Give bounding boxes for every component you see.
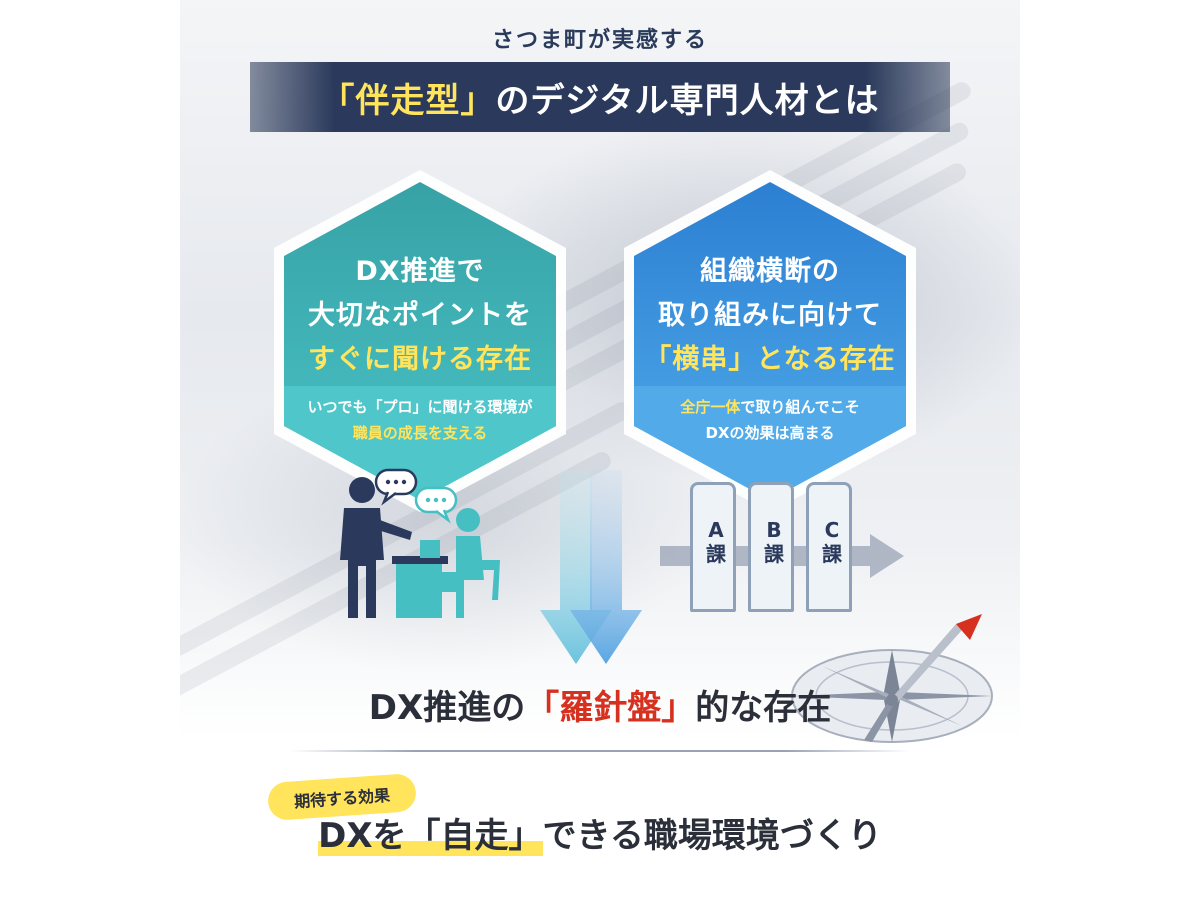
department-label-b: B 課 xyxy=(751,518,797,566)
result-prefix: DX推進の xyxy=(368,688,526,728)
header-kicker: さつま町が実感する xyxy=(491,28,708,53)
divider-line xyxy=(290,750,910,752)
department-label-a: A 課 xyxy=(693,518,739,566)
department-suffix: 課 xyxy=(822,542,842,566)
department-cabinet-c xyxy=(806,482,852,612)
effect-suffix: できる職場環境づくり xyxy=(542,816,882,856)
title-band: 「伴走型」のデジタル専門人材とは xyxy=(250,62,950,132)
left-card-heading: DX推進で 大切なポイントを すぐに聞ける存在 xyxy=(284,250,556,382)
right-card-heading: 組織横断の 取り組みに向けて 「横串」となる存在 xyxy=(634,250,906,382)
result-statement: DX推進の「羅針盤」的な存在 xyxy=(180,680,1020,729)
hexagon-graphics xyxy=(274,170,993,743)
right-card-sub: 全庁一体で取り組んでこそ DXの効果は高まる xyxy=(634,394,906,446)
department-label-c: C 課 xyxy=(809,518,855,566)
left-card-line3: すぐに聞ける存在 xyxy=(308,344,532,375)
title-rest: のデジタル専門人材とは xyxy=(495,80,880,121)
left-card-sub: いつでも「プロ」に聞ける環境が 職員の成長を支える xyxy=(284,394,556,446)
right-card-sub2: DXの効果は高まる xyxy=(705,424,835,442)
result-highlight: 「羅針盤」 xyxy=(525,688,696,728)
page-title: 「伴走型」のデジタル専門人材とは xyxy=(320,73,879,122)
effect-statement: DXを「自走」できる職場環境づくり xyxy=(180,808,1020,857)
left-hexagon-sub-band xyxy=(284,386,556,500)
right-card-sub1-highlight: 全庁一体 xyxy=(680,398,741,416)
right-hexagon-sub-band xyxy=(634,386,906,500)
title-highlight: 「伴走型」 xyxy=(320,80,496,121)
infographic-canvas: さつま町が実感する 「伴走型」のデジタル専門人材とは xyxy=(180,0,1020,900)
left-card-sub1: いつでも「プロ」に聞ける環境が xyxy=(307,398,533,416)
result-suffix: 的な存在 xyxy=(695,688,832,728)
right-down-arrow xyxy=(570,470,642,664)
effect-prefix: DXを xyxy=(318,816,407,856)
department-cabinet-b xyxy=(748,482,794,612)
department-letter: B xyxy=(766,518,782,542)
consultation-people-icon xyxy=(340,477,500,618)
effect-highlight: 「自走」 xyxy=(406,816,543,856)
right-card-line1: 組織横断の xyxy=(700,256,840,287)
left-card-line1: DX推進で xyxy=(355,256,485,287)
right-card-line2: 取り組みに向けて xyxy=(658,300,882,331)
compass-icon xyxy=(791,614,993,743)
department-suffix: 課 xyxy=(764,542,784,566)
left-card-line2: 大切なポイントを xyxy=(308,300,532,331)
department-letter: C xyxy=(824,518,840,542)
speech-bubble-icon xyxy=(374,468,458,524)
department-cabinet-a xyxy=(690,482,736,612)
right-card-sub1-rest: で取り組んでこそ xyxy=(740,398,860,416)
department-suffix: 課 xyxy=(706,542,726,566)
right-card-sub1: 全庁一体で取り組んでこそ xyxy=(634,394,906,420)
left-card-sub2: 職員の成長を支える xyxy=(352,424,488,442)
department-letter: A xyxy=(708,518,724,542)
right-card-line3: 「横串」となる存在 xyxy=(644,344,896,375)
